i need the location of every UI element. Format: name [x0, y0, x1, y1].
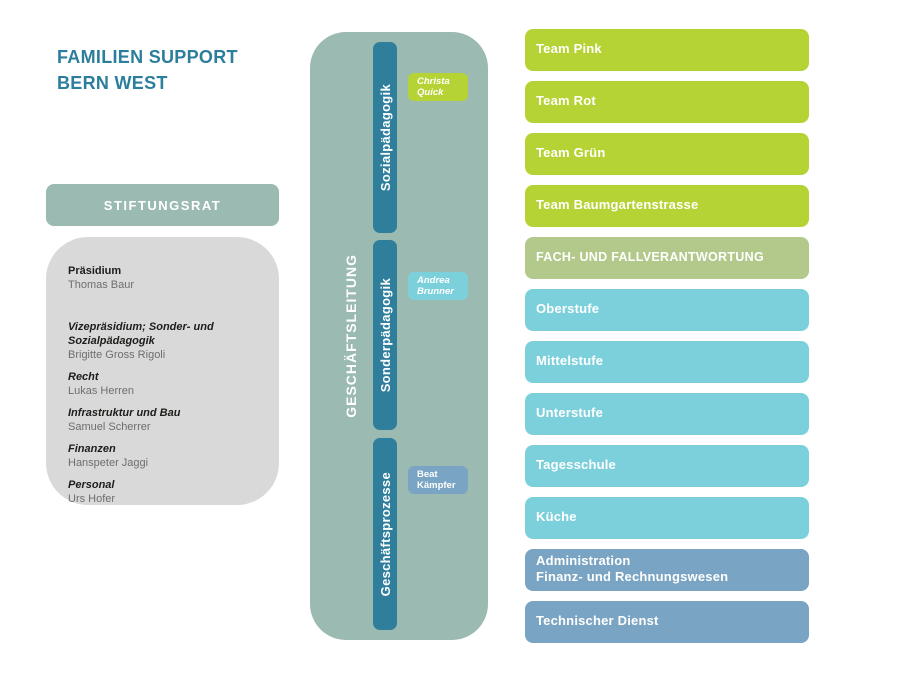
lead-box-beat-kaempfer: Beat Kämpfer	[408, 466, 468, 494]
lead-box-christa-quick: Christa Quick	[408, 73, 468, 101]
lead-last-name: Kämpfer	[417, 480, 456, 491]
member-name: Urs Hofer	[68, 493, 116, 505]
member-name: Brigitte Gross Rigoli	[68, 349, 166, 361]
unit-box: Unterstufe	[525, 393, 809, 435]
unit-box: Mittelstufe	[525, 341, 809, 383]
member-role: Finanzen	[68, 443, 116, 455]
unit-label: Technischer Dienst	[536, 613, 659, 628]
unit-label: Team Baumgartenstrasse	[536, 197, 699, 212]
member-role: Vizepräsidium; Sonder- und Sozialpädagog…	[68, 321, 214, 347]
stiftungsrat-header: STIFTUNGSRAT	[46, 184, 279, 226]
unit-label: Unterstufe	[536, 405, 604, 420]
department-bar-geschaeftsprozesse: Geschäftsprozesse	[373, 438, 397, 630]
unit-label: Oberstufe	[536, 301, 600, 316]
unit-label: Mittelstufe	[536, 353, 604, 368]
geschaeftsleitung-label-wrap: GESCHÄFTSLEITUNG	[340, 32, 362, 640]
lead-box-andrea-brunner: Andrea Brunner	[408, 272, 468, 300]
member-name: Thomas Baur	[68, 279, 135, 291]
lead-first-name: Christa	[417, 75, 450, 87]
lead-last-name: Brunner	[417, 286, 454, 297]
unit-box: Team Baumgartenstrasse	[525, 185, 809, 227]
department-bar-label: Sonderpädagogik	[377, 277, 393, 393]
lead-last-name: Quick	[417, 87, 444, 98]
unit-label: Team Rot	[536, 93, 596, 108]
department-bar-sozialpaedagogik: Sozialpädagogik	[373, 42, 397, 233]
page-title: FAMILIEN SUPPORT BERN WEST	[57, 44, 238, 96]
department-bar-label: Geschäftsprozesse	[377, 471, 393, 597]
geschaeftsleitung-label: GESCHÄFTSLEITUNG	[343, 254, 359, 418]
unit-box: Technischer Dienst	[525, 601, 809, 643]
unit-box: Team Pink	[525, 29, 809, 71]
unit-label: FACH- UND FALLVERANTWORTUNG	[536, 250, 764, 264]
page-title-line2: BERN WEST	[57, 73, 168, 93]
member-name: Samuel Scherrer	[68, 421, 151, 433]
page-title-line1: FAMILIEN SUPPORT	[57, 47, 238, 67]
member-entry: Vizepräsidium; Sonder- und Sozialpädagog…	[68, 320, 265, 362]
member-name: Lukas Herren	[68, 385, 135, 397]
unit-box: Team Rot	[525, 81, 809, 123]
member-name: Hanspeter Jaggi	[68, 457, 149, 469]
member-role: Personal	[68, 479, 115, 491]
unit-box: Küche	[525, 497, 809, 539]
lead-first-name: Beat	[417, 468, 438, 480]
unit-label: Tagesschule	[536, 457, 616, 472]
unit-box: FACH- UND FALLVERANTWORTUNG	[525, 237, 809, 279]
department-bar-sonderpaedagogik: Sonderpädagogik	[373, 240, 397, 430]
geschaeftsleitung-container: GESCHÄFTSLEITUNG Sozialpädagogik Sonderp…	[310, 32, 488, 640]
unit-box: Oberstufe	[525, 289, 809, 331]
member-role: Präsidium	[68, 265, 122, 277]
stiftungsrat-header-label: STIFTUNGSRAT	[103, 197, 222, 213]
member-role: Recht	[68, 371, 99, 383]
unit-label: Küche	[536, 509, 577, 524]
unit-label: Team Grün	[536, 145, 606, 160]
department-bar-label: Sozialpädagogik	[377, 83, 393, 192]
unit-box: Team Grün	[525, 133, 809, 175]
member-role: Infrastruktur und Bau	[68, 407, 181, 419]
unit-label-line2: Finanz- und Rechnungswesen	[536, 569, 729, 584]
unit-box: Tagesschule	[525, 445, 809, 487]
unit-label: Team Pink	[536, 41, 602, 56]
unit-label: Administration	[536, 553, 631, 568]
lead-first-name: Andrea	[417, 274, 450, 286]
